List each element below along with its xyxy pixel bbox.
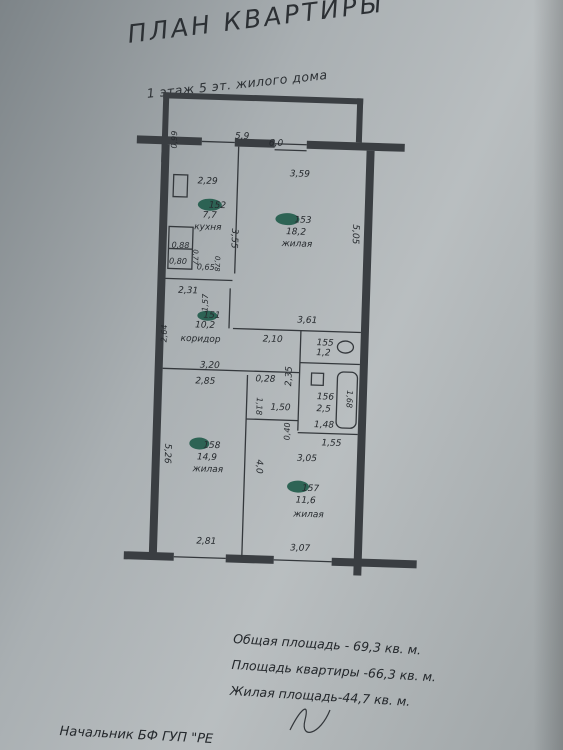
- room-name: коридор: [180, 334, 221, 345]
- wall-top-kitchen: [161, 136, 202, 146]
- signature-mark: [289, 708, 331, 733]
- room-number: 157: [302, 484, 320, 495]
- wall-right: [353, 150, 375, 576]
- dim-label: 6,0: [269, 139, 284, 149]
- room-number: 156: [317, 392, 335, 403]
- dim-label: 2,31: [178, 286, 198, 297]
- stamp-blot-157: [287, 480, 310, 493]
- partition-corridor-door: [228, 288, 231, 329]
- partition-corridor-bottom: [162, 367, 300, 374]
- room-name: жилая: [191, 464, 224, 475]
- partition-se-top: [246, 418, 299, 422]
- wall-bottom-right: [331, 557, 417, 569]
- window-living-se: [273, 559, 332, 563]
- wall-top-mid: [234, 138, 275, 148]
- dim-label: 2,10: [262, 334, 283, 345]
- dim-label: 3,59: [290, 169, 311, 180]
- room-area: 18,2: [286, 227, 307, 238]
- dim-label: 0,88: [171, 241, 189, 251]
- dim-label: 4,0: [253, 459, 263, 474]
- room-name: жилая: [280, 239, 313, 250]
- window-living-ne: [274, 143, 307, 146]
- dim-label: 2,64: [159, 324, 169, 342]
- room-number: 152: [209, 201, 227, 212]
- dim-label: 3,55: [228, 228, 239, 249]
- room-area: 7,7: [202, 210, 217, 220]
- stamp-blot-152: [197, 198, 222, 211]
- room-number: 153: [294, 215, 312, 226]
- wall-left: [148, 144, 170, 555]
- dim-label: 5,26: [162, 443, 173, 464]
- room-area: 2,5: [316, 404, 331, 414]
- paper-edge-shadow: [533, 0, 563, 750]
- dim-label: 1,55: [321, 438, 342, 449]
- dim-label: 2,85: [195, 376, 216, 387]
- partition-bath-bottom: [297, 431, 358, 436]
- dim-label: 0,77: [191, 249, 200, 265]
- window-kitchen: [201, 140, 235, 144]
- kitchen-closet-shelf: [168, 247, 193, 250]
- dim-label: 1,18: [254, 397, 264, 415]
- stamp-blot-151: [197, 310, 218, 321]
- dim-label: 2,29: [197, 176, 218, 187]
- wall-bottom-mid: [225, 554, 274, 564]
- room-area: 11,6: [295, 496, 316, 507]
- sink-icon: [310, 372, 325, 387]
- dim-label: 0,80: [169, 256, 187, 266]
- dim-label: 1,57: [200, 293, 210, 312]
- wall-bottom-left: [123, 551, 174, 561]
- room-area: 10,2: [195, 320, 216, 331]
- partition-kitchen-living: [234, 146, 240, 274]
- room-name: жилая: [292, 509, 325, 520]
- dim-label: 5,05: [350, 224, 361, 245]
- dim-label: 0,78: [213, 256, 222, 272]
- dim-label: 2,35: [284, 366, 295, 387]
- dim-label: 0,99: [170, 131, 180, 149]
- wall-top-left: [136, 135, 167, 145]
- room-area: 1,2: [316, 348, 331, 358]
- partition-living-bottom: [232, 327, 361, 334]
- room-number: 158: [203, 441, 221, 452]
- dim-label: 0,65: [197, 262, 215, 272]
- window-living-ne-inner: [274, 149, 307, 152]
- dim-label: 3,20: [200, 360, 221, 371]
- room-name: кухня: [194, 222, 222, 233]
- window-living-sw: [173, 556, 226, 560]
- partition-kitchen-corridor: [165, 277, 233, 282]
- stamp-blot-153: [275, 213, 300, 226]
- stove: [172, 173, 189, 198]
- dim-label: 2,81: [196, 536, 216, 547]
- dim-label: 1,68: [345, 390, 355, 408]
- bathtub-icon: [335, 371, 359, 429]
- toilet-icon: [336, 340, 355, 354]
- wall-balcony-right: [355, 98, 364, 143]
- dim-label: 1,48: [314, 420, 335, 431]
- dim-label: 1,50: [270, 403, 291, 414]
- partition-wc-left: [297, 330, 302, 431]
- dim-label: 3,61: [297, 316, 317, 327]
- partition-wc-bath: [299, 361, 360, 366]
- dim-label: 0,40: [282, 422, 292, 440]
- room-area: 14,9: [197, 452, 218, 463]
- dim-label: 5,9: [235, 131, 250, 141]
- room-number: 151: [203, 311, 220, 322]
- room-number: 155: [316, 338, 334, 349]
- dim-label: 3,07: [290, 543, 311, 554]
- wall-top-right: [306, 140, 405, 152]
- kitchen-closet: [167, 225, 194, 270]
- wall-top-balcony: [163, 92, 364, 105]
- dim-label: 0,28: [255, 374, 276, 385]
- dim-label: 3,05: [297, 454, 318, 465]
- stamp-blot-158: [189, 437, 210, 450]
- partition-bedrooms: [241, 374, 249, 557]
